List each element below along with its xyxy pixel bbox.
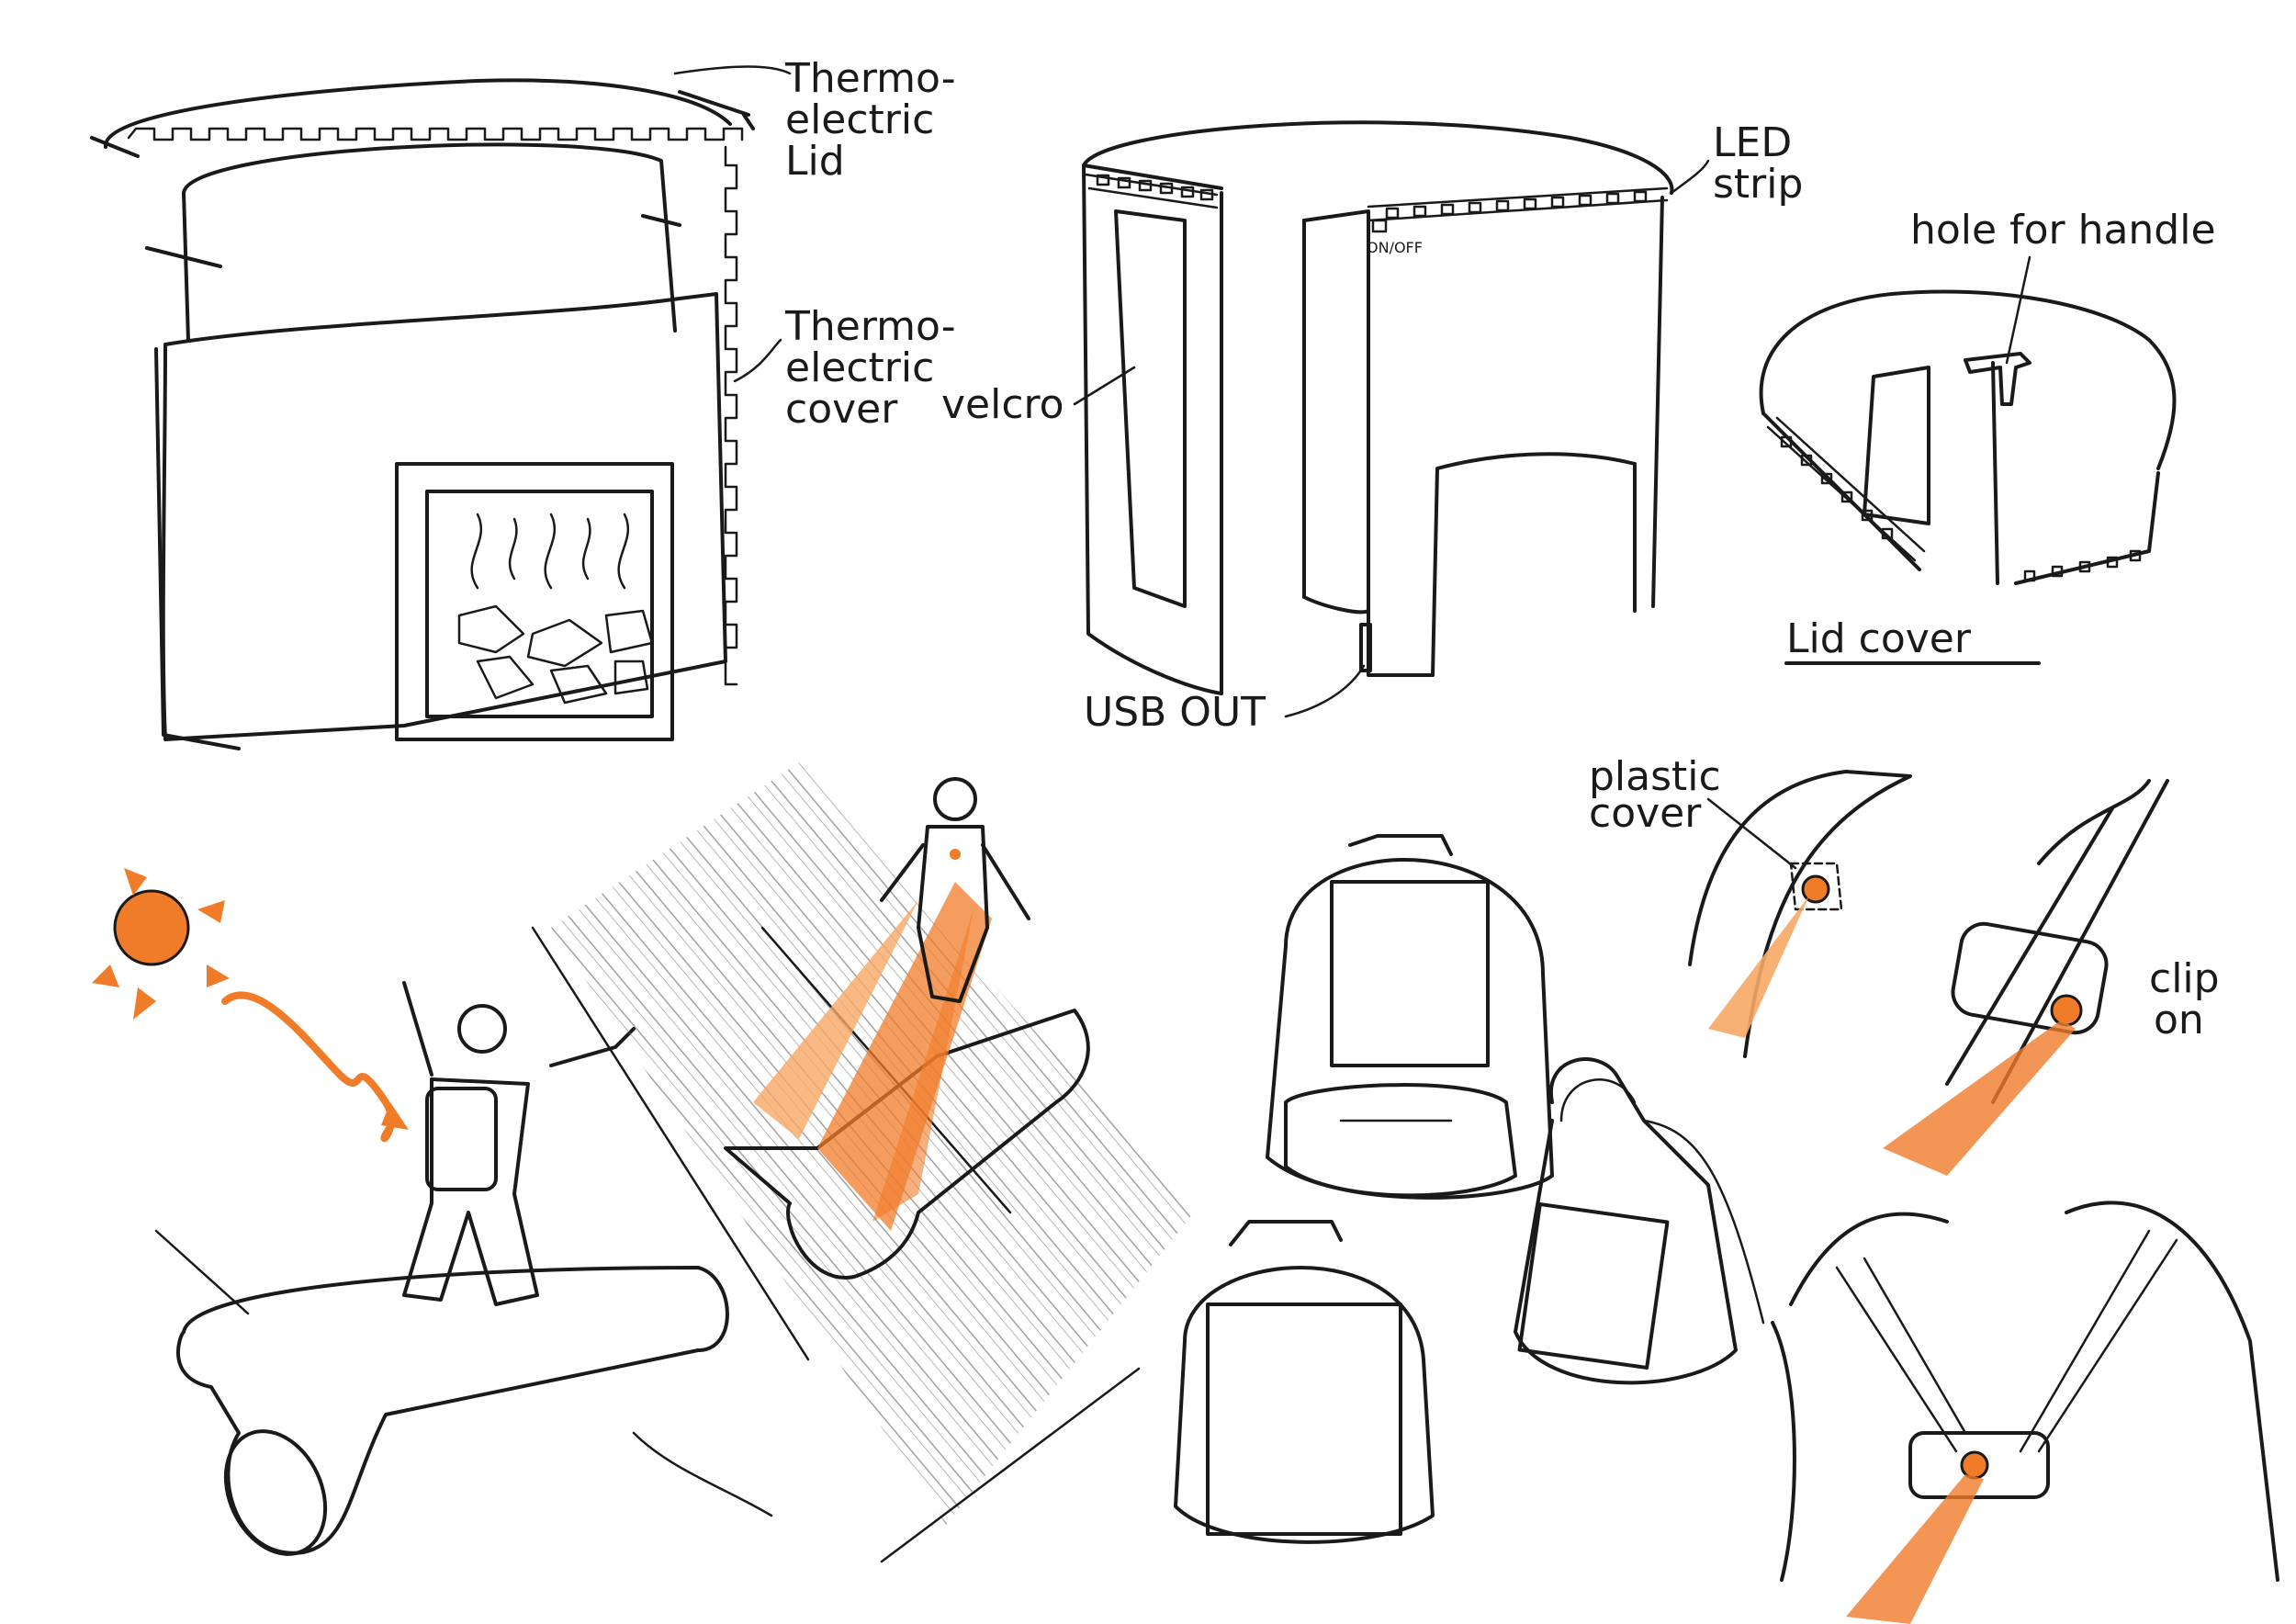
solar-drawstring-bag (1514, 1057, 1765, 1385)
lid-cover-title: Lid cover (1786, 615, 1972, 662)
svg-text:on: on (2154, 997, 2204, 1043)
svg-text:cover: cover (1589, 790, 1702, 837)
svg-text:cover: cover (785, 386, 898, 433)
sun-icon (92, 868, 230, 1020)
thermoelectric-stove-sketch: Thermo- electric Lid Thermo- electric co… (90, 55, 956, 750)
svg-text:strip: strip (1713, 161, 1803, 208)
hole-for-handle-label: hole for handle (1910, 207, 2216, 254)
clip-on-label: clip on (2149, 955, 2220, 1043)
svg-text:plastic: plastic (1589, 753, 1721, 800)
solar-backpack-front (1266, 834, 1554, 1200)
svg-text:electric: electric (785, 344, 934, 391)
clip-on-light-detail: clip on (1883, 779, 2220, 1176)
svg-text:LED: LED (1713, 119, 1792, 166)
svg-text:clip: clip (2149, 955, 2220, 1002)
on-off-label: ON/OFF (1367, 239, 1423, 256)
person-on-log-scene (92, 868, 773, 1556)
svg-text:Thermo-: Thermo- (784, 303, 956, 350)
cylindrical-cover-sketch: ON/OFF LED strip velcro USB OUT (941, 119, 1803, 736)
led-strip-label: LED strip (1713, 119, 1803, 208)
velcro-label: velcro (941, 381, 1064, 428)
solar-backpack-small (1174, 1220, 1435, 1544)
svg-text:Thermo-: Thermo- (784, 55, 956, 102)
usb-out-label: USB OUT (1084, 689, 1266, 736)
svg-text:Lid: Lid (785, 138, 845, 185)
svg-text:electric: electric (785, 96, 934, 143)
thermoelectric-lid-label: Thermo- electric Lid (784, 55, 956, 185)
night-log-scene (531, 762, 1194, 1563)
chest-harness-light-detail (1771, 1201, 2279, 1624)
plastic-cover-light-detail: plastic cover (1589, 753, 1912, 1058)
thermoelectric-cover-label: Thermo- electric cover (784, 303, 956, 433)
lid-cover-sketch: hole for handle Lid cover (1759, 207, 2216, 665)
plastic-cover-label: plastic cover (1589, 753, 1721, 837)
